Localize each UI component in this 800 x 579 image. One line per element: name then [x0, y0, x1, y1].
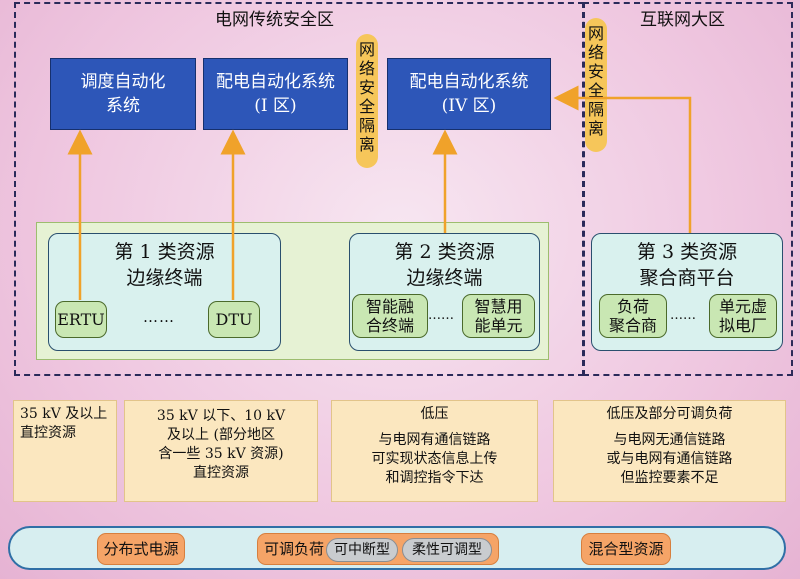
internet-zone — [583, 2, 793, 376]
hybrid-resource-tag: 混合型资源 — [581, 533, 671, 565]
load-aggregator: 负荷 聚合商 — [599, 294, 667, 338]
adjustable-load-label: 可调负荷 — [264, 540, 325, 558]
desc-class3: 低压及部分可调负荷 与电网无通信链路 或与电网有通信链路 但监控要素不足 — [553, 400, 786, 502]
internet-zone-title: 互联网大区 — [640, 10, 725, 30]
iso-grid-char: 隔 — [358, 116, 375, 135]
dispatch-automation-system: 调度自动化 系统 — [50, 58, 196, 130]
resource2-line1: 第 2 类资源 — [394, 241, 495, 263]
aggregator-line2: 聚合商 — [608, 316, 657, 335]
dist4-line1: 配电自动化系统 — [409, 72, 529, 92]
resource2-line2: 边缘终端 — [406, 267, 483, 289]
iso-net-char: 全 — [587, 81, 604, 100]
desc4-line: 低压及部分可调负荷 — [606, 406, 733, 422]
vpp-line1: 单元虚 — [718, 297, 767, 316]
iso-grid-char: 网 — [358, 40, 375, 59]
resource1-line2: 边缘终端 — [126, 267, 203, 289]
desc4-line — [554, 424, 785, 431]
desc3-line: 和调控指令下达 — [385, 470, 484, 486]
desc2-line: 及以上 (部分地区 — [167, 427, 275, 443]
fusion-line2: 合终端 — [365, 316, 414, 335]
resource3-line2: 聚合商平台 — [639, 267, 735, 289]
fusion-line1: 智能融 — [365, 297, 414, 316]
resource1-ellipsis: …… — [143, 308, 175, 326]
interruptible-tag: 可中断型 — [326, 538, 398, 562]
arrow-res3-to-dist4 — [553, 85, 692, 233]
distributed-power-tag: 分布式电源 — [97, 533, 185, 565]
smart-fusion-terminal: 智能融 合终端 — [352, 294, 428, 338]
ertu-label: ERTU — [57, 310, 105, 329]
aggregator-line1: 负荷 — [616, 297, 649, 316]
desc4-line: 或与电网有通信链路 — [606, 451, 733, 467]
iso-net-char: 隔 — [587, 100, 604, 119]
grid-zone-title: 电网传统安全区 — [215, 10, 334, 30]
resource2-ellipsis: …… — [428, 308, 454, 323]
desc2-line: 含一些 35 kV 资源) — [158, 446, 284, 462]
desc3-line: 可实现状态信息上传 — [371, 451, 498, 467]
iso-grid-char: 安 — [358, 78, 375, 97]
virtual-power-plant: 单元虚 拟电厂 — [709, 294, 777, 338]
iso-grid-char: 全 — [358, 97, 375, 116]
desc1-line: 35 kV 及以上 — [20, 406, 108, 422]
distribution-automation-zone4: 配电自动化系统 (IV 区) — [387, 58, 551, 130]
desc4-line: 与电网无通信链路 — [613, 432, 726, 448]
resource3-line1: 第 3 类资源 — [636, 241, 738, 263]
iso-net-char: 离 — [587, 119, 604, 138]
dist1-line2: (I 区) — [254, 96, 297, 116]
desc3-line — [332, 424, 537, 431]
ertu-device: ERTU — [55, 301, 107, 338]
desc2-line: 35 kV 以下、10 kV — [156, 408, 286, 424]
desc-class1: 35 kV 及以上 直控资源 — [13, 400, 117, 502]
network-isolation-label-internet: 网 络 安 全 隔 离 — [585, 18, 607, 152]
iso-net-char: 网 — [587, 24, 604, 43]
smart-energy-unit: 智慧用 能单元 — [462, 294, 535, 338]
desc2-line: 直控资源 — [193, 465, 249, 481]
resource3-ellipsis: …… — [670, 308, 696, 323]
iso-net-char: 络 — [587, 43, 604, 62]
dist4-line2: (IV 区) — [441, 96, 497, 116]
dispatch-line1: 调度自动化 — [80, 72, 166, 92]
desc-class2: 低压 与电网有通信链路 可实现状态信息上传 和调控指令下达 — [331, 400, 538, 502]
desc3-line: 低压 — [420, 406, 449, 422]
energy-unit-line2: 能单元 — [474, 316, 523, 335]
desc-class1-2: 35 kV 以下、10 kV 及以上 (部分地区 含一些 35 kV 资源) 直… — [124, 400, 318, 502]
resource1-line1: 第 1 类资源 — [114, 241, 215, 263]
desc1-line: 直控资源 — [20, 425, 76, 441]
desc3-line: 与电网有通信链路 — [378, 432, 491, 448]
flexible-adjustable-tag: 柔性可调型 — [402, 538, 492, 562]
dtu-device: DTU — [208, 301, 260, 338]
vpp-line2: 拟电厂 — [718, 316, 767, 335]
dispatch-line2: 系统 — [106, 96, 140, 116]
dtu-label: DTU — [215, 310, 253, 329]
iso-grid-char: 离 — [358, 135, 375, 154]
iso-net-char: 安 — [587, 62, 604, 81]
iso-grid-char: 络 — [358, 59, 375, 78]
desc4-line: 但监控要素不足 — [620, 470, 719, 486]
dist1-line1: 配电自动化系统 — [216, 72, 335, 92]
network-isolation-label-grid: 网 络 安 全 隔 离 — [356, 34, 378, 168]
distribution-automation-zone1: 配电自动化系统 (I 区) — [203, 58, 348, 130]
energy-unit-line1: 智慧用 — [474, 297, 523, 316]
